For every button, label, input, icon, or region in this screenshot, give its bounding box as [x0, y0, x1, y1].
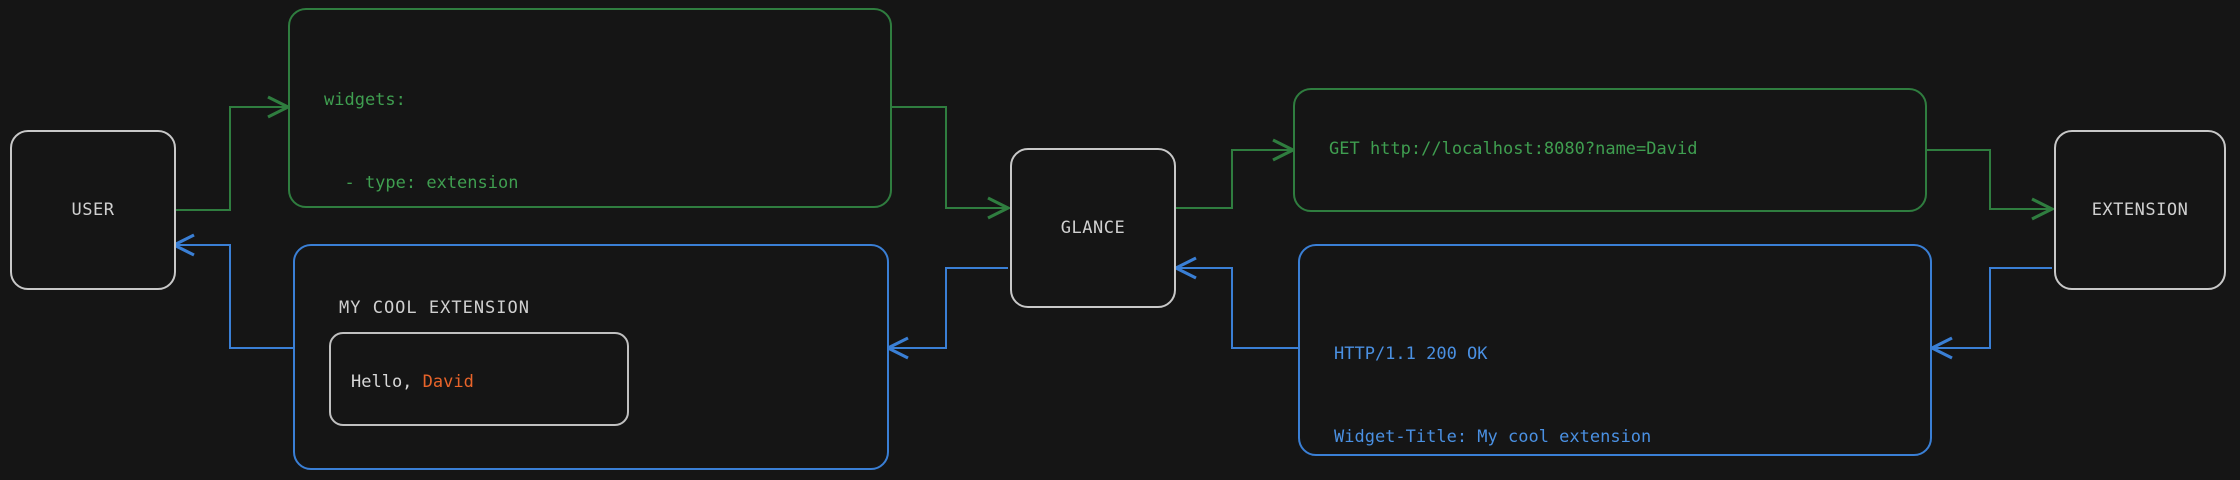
- connector-extension-to-response: [1932, 267, 2052, 348]
- connector-response-to-glance: [1176, 268, 1298, 349]
- connector-config-to-glance: [891, 106, 1008, 208]
- connector-glance-to-widget: [888, 267, 1008, 348]
- message-http-response: HTTP/1.1 200 OK Widget-Title: My cool ex…: [1298, 244, 1932, 456]
- connector-user-to-config: [176, 107, 288, 211]
- connector-widget-to-user: [174, 245, 293, 349]
- widget-greeting: Hello, David: [351, 372, 474, 392]
- widget-greeting-prefix: Hello,: [351, 372, 423, 392]
- connector-request-to-extension: [1927, 149, 2052, 209]
- message-http-request: GET http://localhost:8080?name=David: [1293, 88, 1927, 212]
- widget-greeting-name: David: [422, 372, 474, 392]
- node-glance[interactable]: GLANCE: [1010, 148, 1176, 308]
- response-line-1: Widget-Title: My cool extension: [1334, 426, 1652, 447]
- widget-preview-title: MY COOL EXTENSION: [339, 298, 530, 318]
- config-line-0: widgets:: [324, 90, 406, 111]
- widget-preview-card: MY COOL EXTENSION Hello, David: [293, 244, 889, 470]
- node-user[interactable]: USER: [10, 130, 176, 290]
- request-line-0: GET http://localhost:8080?name=David: [1329, 139, 1698, 160]
- node-extension[interactable]: EXTENSION: [2054, 130, 2226, 290]
- config-line-1: - type: extension: [324, 172, 519, 193]
- node-glance-label: GLANCE: [1060, 218, 1126, 238]
- response-line-0: HTTP/1.1 200 OK: [1334, 344, 1488, 365]
- message-config-yaml: widgets: - type: extension url: http://l…: [288, 8, 892, 440]
- widget-preview-body: Hello, David: [329, 332, 629, 426]
- node-user-label: USER: [71, 200, 115, 220]
- connector-glance-to-request: [1176, 150, 1293, 209]
- node-extension-label: EXTENSION: [2091, 200, 2189, 220]
